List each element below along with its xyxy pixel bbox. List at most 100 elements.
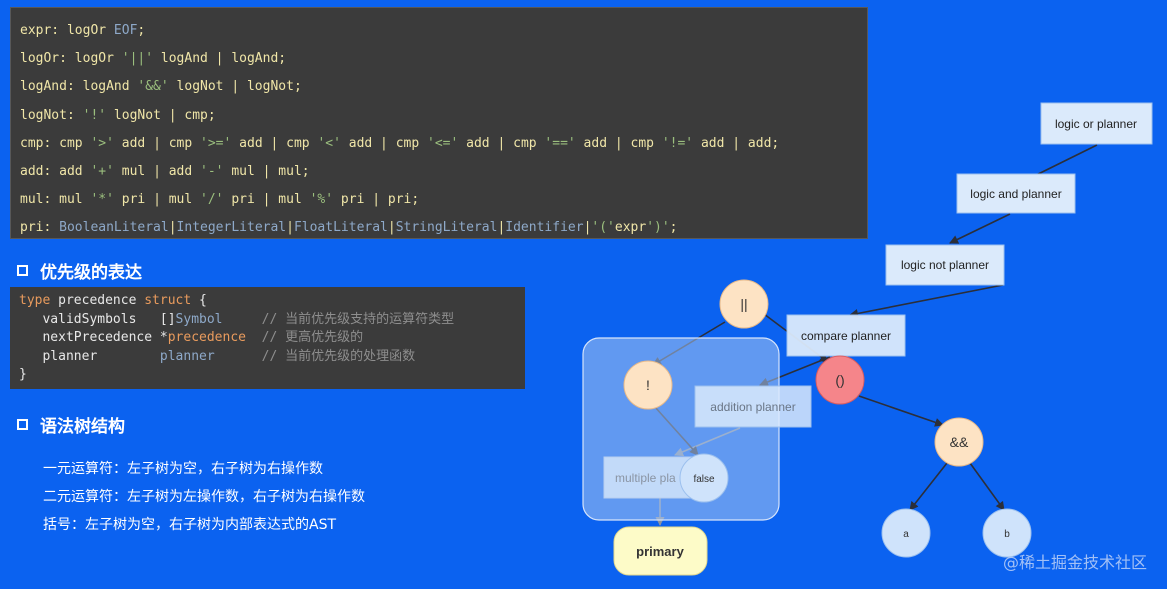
grammar-token: pri: bbox=[20, 220, 60, 236]
struct-token: precedence bbox=[50, 293, 145, 308]
grammar-token: IntegerLiteral bbox=[176, 220, 287, 236]
grammar-token: BooleanLiteral bbox=[59, 220, 169, 236]
grammar-token: mul | mul; bbox=[223, 163, 310, 179]
grammar-token: cmp: cmp bbox=[20, 135, 91, 151]
addition-planner-box: addition planner bbox=[694, 385, 812, 428]
logic-not-planner-box: logic not planner bbox=[885, 244, 1005, 286]
grammar-token: add | cmp bbox=[575, 135, 662, 151]
struct-line: nextPrecedence *precedence // 更高优先级的 bbox=[19, 329, 525, 348]
struct-token: { bbox=[191, 293, 207, 308]
grammar-line: cmp: cmp '>' add | cmp '>=' add | cmp '<… bbox=[20, 130, 867, 158]
grammar-token: '<=' bbox=[427, 135, 459, 151]
square-bullet-icon bbox=[17, 419, 28, 430]
grammar-token: add | cmp bbox=[231, 135, 318, 151]
section-heading-precedence: 优先级的表达 bbox=[17, 258, 142, 283]
edge-and-to-not-planner bbox=[949, 213, 1011, 244]
grammar-token: pri | pri; bbox=[333, 192, 420, 208]
grammar-token: mul | add bbox=[113, 163, 201, 179]
tree-note-unary: 一元运算符：左子树为空，右子树为右操作数 bbox=[43, 461, 323, 477]
struct-line: type precedence struct { bbox=[19, 292, 525, 311]
node-primary: primary bbox=[613, 526, 708, 576]
grammar-token: '-' bbox=[200, 163, 224, 179]
logic-and-planner-label: logic and planner bbox=[970, 187, 1061, 201]
node-paren: () bbox=[815, 355, 865, 405]
compare-planner-box: compare planner bbox=[786, 314, 906, 357]
grammar-line: logAnd: logAnd '&&' logNot | logNot; bbox=[20, 73, 867, 101]
struct-token: // 当前优先级支持的运算符类型 bbox=[261, 311, 455, 327]
edge-and-to-b bbox=[969, 462, 1005, 511]
multiple-planner-label: multiple pla bbox=[615, 471, 676, 485]
struct-token: type bbox=[19, 293, 51, 308]
addition-planner-label: addition planner bbox=[710, 400, 795, 414]
logic-or-planner-label: logic or planner bbox=[1055, 117, 1137, 131]
grammar-token: logNot | cmp; bbox=[106, 107, 216, 123]
node-b-label: b bbox=[1004, 529, 1010, 540]
node-not: ! bbox=[623, 360, 673, 410]
section-heading-tree: 语法树结构 bbox=[17, 412, 125, 437]
struct-token: struct bbox=[144, 293, 192, 308]
grammar-line: pri: BooleanLiteral|IntegerLiteral|Float… bbox=[20, 214, 867, 242]
grammar-token: '||' bbox=[121, 51, 154, 67]
grammar-token: '(' bbox=[591, 220, 615, 236]
node-or: || bbox=[719, 279, 769, 329]
struct-line: planner planner // 当前优先级的处理函数 bbox=[19, 348, 525, 367]
struct-token: Symbol bbox=[175, 311, 223, 327]
edge-paren-to-and bbox=[858, 395, 944, 427]
grammar-code-block: expr: logOr EOF; logOr: logOr '||' logAnd… bbox=[10, 7, 868, 239]
edge-and-to-a bbox=[909, 462, 948, 511]
node-primary-label: primary bbox=[636, 544, 684, 559]
grammar-token: | bbox=[286, 220, 294, 236]
grammar-token: Identifier bbox=[505, 220, 584, 236]
grammar-token: logNot: bbox=[20, 107, 83, 123]
grammar-line: logNot: '!' logNot | cmp; bbox=[20, 102, 867, 130]
grammar-token: FloatLiteral bbox=[293, 220, 388, 236]
grammar-token: add | cmp bbox=[458, 135, 545, 151]
grammar-token: pri | mul bbox=[223, 192, 310, 208]
node-a: a bbox=[881, 508, 931, 558]
struct-token: // 更高优先级的 bbox=[261, 330, 364, 345]
grammar-token: add | cmp bbox=[340, 135, 428, 151]
section-title-tree: 语法树结构 bbox=[40, 417, 125, 437]
node-not-label: ! bbox=[646, 377, 650, 393]
square-bullet-icon bbox=[17, 265, 28, 276]
grammar-token: '>' bbox=[90, 135, 114, 151]
struct-code-block: type precedence struct { validSymbols []… bbox=[10, 287, 525, 389]
grammar-line: logOr: logOr '||' logAnd | logAnd; bbox=[20, 45, 867, 73]
grammar-token: '*' bbox=[90, 192, 114, 208]
grammar-line: add: add '+' mul | add '-' mul | mul; bbox=[20, 158, 867, 186]
logic-or-planner-box: logic or planner bbox=[1040, 102, 1153, 145]
grammar-token: '>=' bbox=[200, 135, 232, 151]
grammar-token: StringLiteral bbox=[395, 220, 498, 236]
node-or-label: || bbox=[740, 296, 747, 312]
grammar-token: ; bbox=[137, 23, 146, 38]
node-b: b bbox=[982, 508, 1032, 558]
grammar-token: '!=' bbox=[661, 135, 694, 151]
grammar-token: '/' bbox=[200, 192, 224, 208]
grammar-token: expr: logOr bbox=[20, 23, 114, 38]
struct-token: planner bbox=[159, 348, 215, 364]
node-paren-label: () bbox=[835, 372, 844, 388]
grammar-token: ; bbox=[669, 220, 678, 236]
grammar-token: pri | mul bbox=[113, 192, 201, 208]
section-title-precedence: 优先级的表达 bbox=[40, 263, 142, 283]
node-and-label: && bbox=[950, 434, 969, 450]
struct-token: nextPrecedence * bbox=[19, 330, 168, 345]
edge-not-to-compare-planner bbox=[849, 284, 1004, 318]
watermark-text: @稀土掘金技术社区 bbox=[1002, 553, 1147, 572]
grammar-token: | bbox=[168, 220, 177, 236]
grammar-token: '&&' bbox=[137, 79, 169, 95]
tree-note-paren: 括号：左子树为空，右子树为内部表达式的AST bbox=[43, 517, 337, 533]
grammar-token: '!' bbox=[82, 107, 107, 123]
grammar-token: | bbox=[387, 220, 396, 236]
grammar-token: logNot | logNot; bbox=[168, 79, 302, 95]
grammar-token: add: add bbox=[20, 163, 91, 179]
grammar-token: '+' bbox=[90, 163, 114, 179]
compare-planner-label: compare planner bbox=[801, 329, 891, 343]
struct-token: validSymbols [] bbox=[19, 311, 176, 327]
logic-not-planner-label: logic not planner bbox=[901, 258, 989, 272]
grammar-token: expr bbox=[614, 220, 647, 236]
grammar-token: EOF bbox=[113, 23, 138, 38]
grammar-token: logOr: logOr bbox=[20, 51, 122, 67]
node-false: false bbox=[679, 453, 729, 503]
